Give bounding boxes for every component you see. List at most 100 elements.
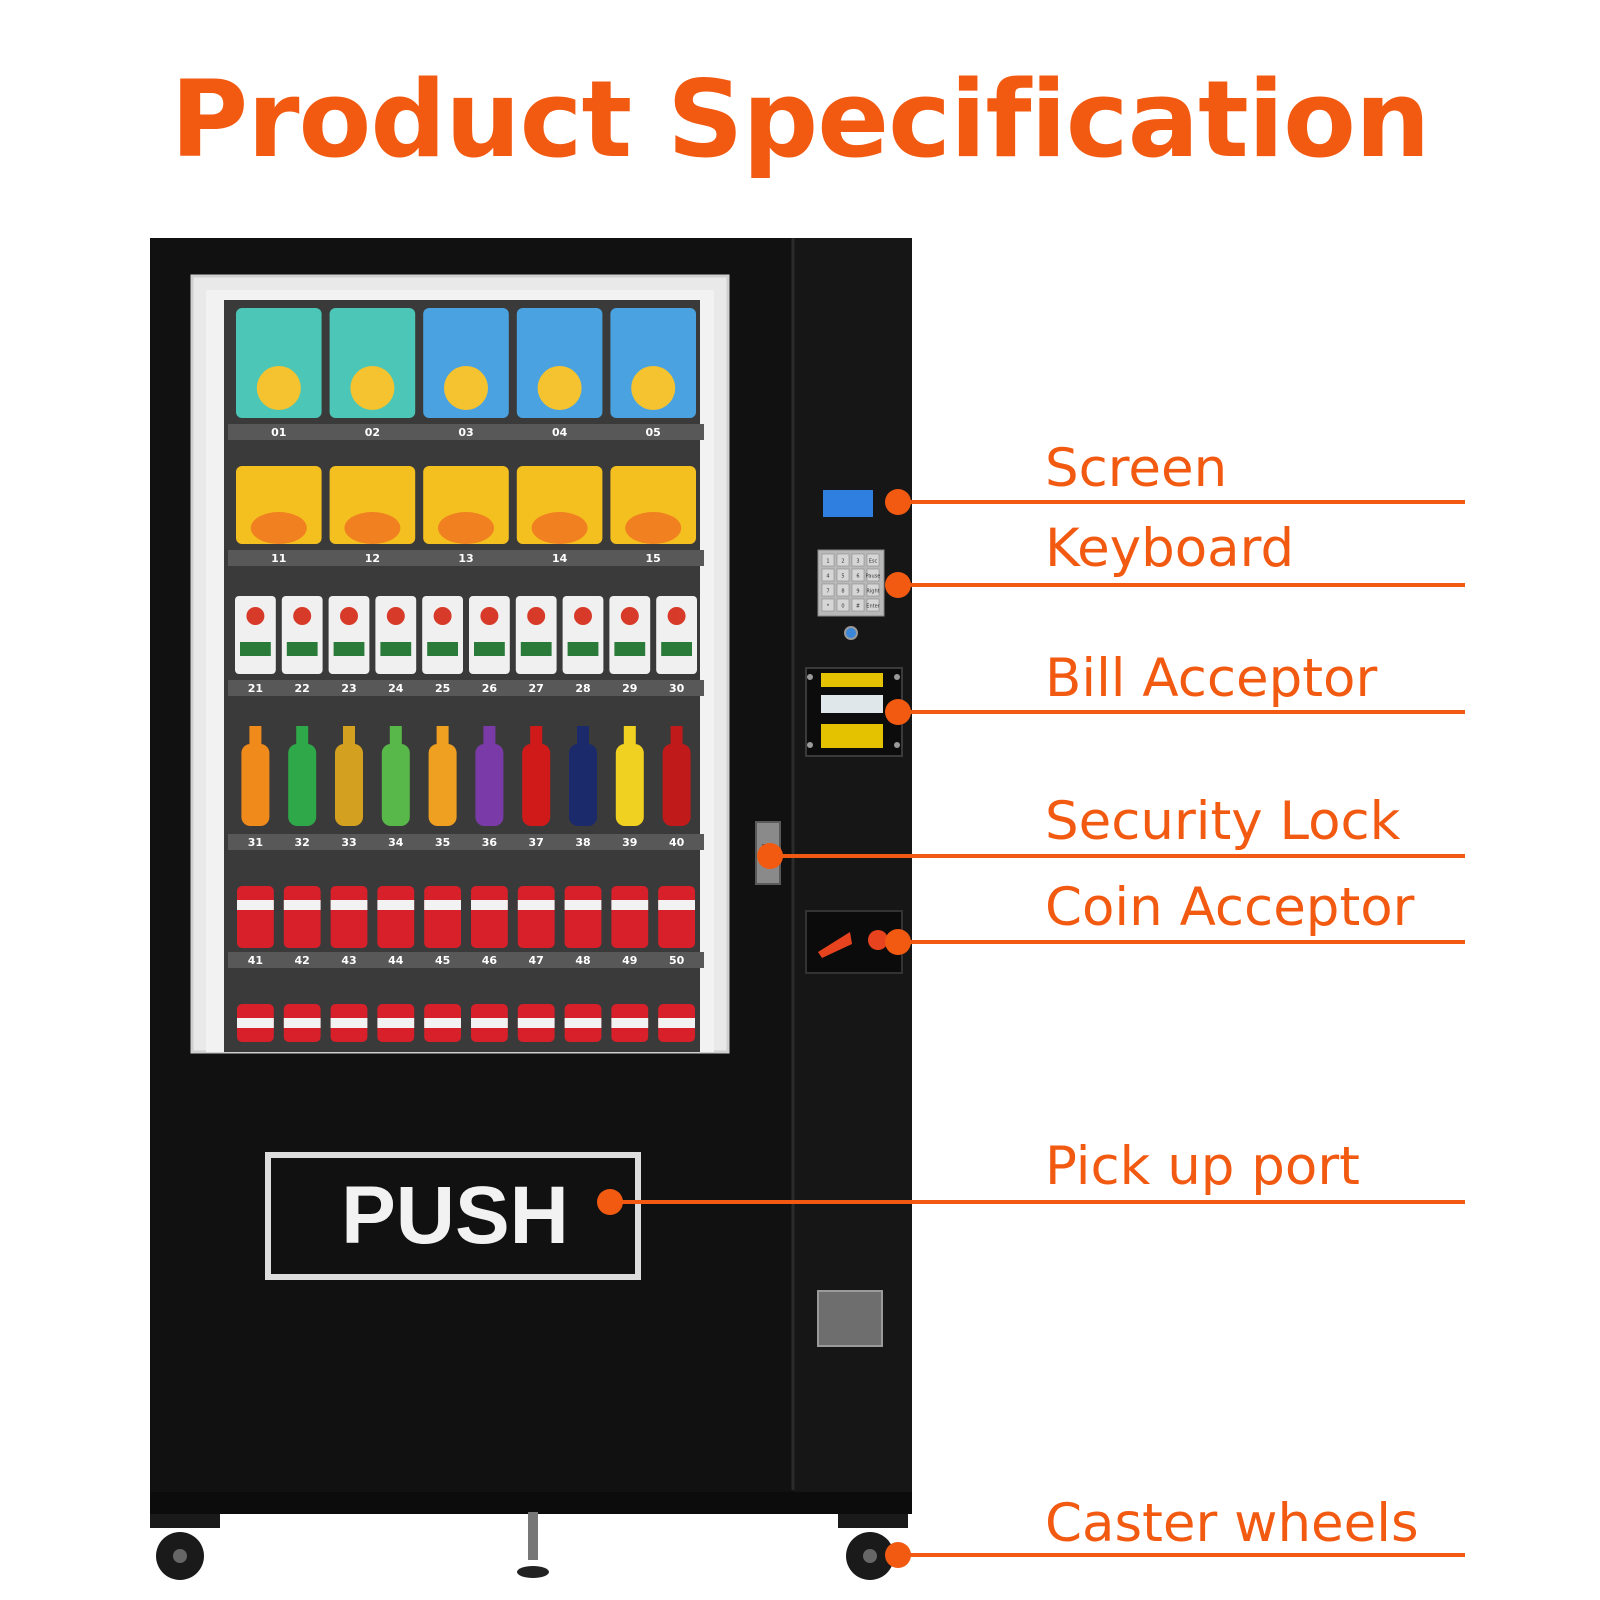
label-bill-acceptor: Bill Acceptor (1045, 648, 1378, 709)
slot-number: 27 (529, 682, 544, 695)
keypad-key-label: 2 (841, 559, 844, 565)
keypad-key[interactable] (851, 568, 865, 582)
product-item (377, 886, 415, 948)
shelf-rail (228, 952, 704, 968)
product-item (611, 886, 649, 948)
keypad-key[interactable] (851, 583, 865, 597)
keypad-key[interactable] (836, 568, 850, 582)
leader-screen (885, 489, 1465, 515)
keypad-key-label: 6 (856, 574, 859, 580)
slot-number: 50 (669, 954, 685, 967)
keypad-key-label: Right (866, 589, 879, 595)
keypad-key[interactable] (836, 598, 850, 612)
keypad-key-label: # (856, 604, 860, 610)
shelf-rail (228, 424, 704, 440)
product-item (428, 744, 457, 826)
slot-number: 36 (482, 836, 498, 849)
slot-number: 25 (435, 682, 450, 695)
slot-number: 49 (622, 954, 637, 967)
label-pick-up-port: Pick up port (1045, 1136, 1360, 1197)
keypad-key-label: 4 (826, 574, 829, 580)
keypad-key[interactable] (866, 568, 880, 582)
keypad-key-label: 1 (826, 559, 829, 565)
leader-bill-acceptor (885, 699, 1465, 725)
label-coin-acceptor: Coin Acceptor (1045, 877, 1415, 938)
keypad-key[interactable] (851, 553, 865, 567)
keypad-key[interactable] (866, 583, 880, 597)
slot-number: 02 (365, 426, 380, 439)
leader-coin-acceptor (885, 929, 1465, 955)
product-item (424, 886, 461, 948)
label-screen: Screen (1045, 438, 1228, 499)
slot-number: 34 (388, 836, 404, 849)
keypad-key[interactable] (866, 553, 880, 567)
callout-leaders (597, 489, 1465, 1568)
slot-number: 21 (248, 682, 263, 695)
slot-number: 29 (622, 682, 637, 695)
slot-number: 35 (435, 836, 450, 849)
leader-security-lock (757, 843, 1465, 869)
product-item (288, 744, 317, 826)
label-security-lock: Security Lock (1045, 791, 1401, 852)
slot-number: 37 (529, 836, 544, 849)
leveling-foot (517, 1512, 549, 1578)
product-item (662, 744, 691, 826)
slot-number: 23 (341, 682, 356, 695)
slot-number: 24 (388, 682, 404, 695)
slot-number: 15 (646, 552, 661, 565)
slot-number: 33 (341, 836, 356, 849)
keypad-key[interactable] (821, 583, 835, 597)
leader-caster-wheels (885, 1542, 1465, 1568)
caster-wheel-right (838, 1514, 908, 1580)
product-item (241, 744, 270, 826)
slot-number: 42 (295, 954, 310, 967)
keypad-key[interactable] (866, 598, 880, 612)
screen (823, 490, 873, 517)
slot-number: 01 (271, 426, 286, 439)
keypad-key[interactable] (821, 568, 835, 582)
keypad-key[interactable] (836, 583, 850, 597)
keypad-key[interactable] (836, 553, 850, 567)
slot-number: 03 (458, 426, 473, 439)
keypad-key-label: Pause (866, 574, 881, 580)
keypad-key-label: 7 (826, 589, 829, 595)
slot-number: 30 (669, 682, 685, 695)
keypad-key[interactable] (851, 598, 865, 612)
shelf-rail (228, 680, 704, 696)
shelf-rail (228, 834, 704, 850)
product-item (615, 744, 644, 826)
keypad-key-label: Enter (866, 604, 880, 610)
product-item (283, 886, 321, 948)
product-item (330, 886, 368, 948)
slot-number: 11 (271, 552, 286, 565)
slot-number: 43 (341, 954, 356, 967)
slot-number: 13 (458, 552, 473, 565)
keypad-key[interactable] (821, 598, 835, 612)
product-item (517, 886, 555, 948)
slot-number: 14 (552, 552, 568, 565)
caster-wheel-left (150, 1514, 220, 1580)
slot-number: 32 (295, 836, 310, 849)
machine-base (150, 1492, 912, 1514)
keypad-key-label: * (827, 604, 830, 610)
slot-number: 40 (669, 836, 685, 849)
label-keyboard: Keyboard (1045, 518, 1295, 579)
keypad-key-label: Esc (869, 559, 878, 565)
slot-number: 41 (248, 954, 263, 967)
product-item (522, 744, 551, 826)
label-caster-wheels: Caster wheels (1045, 1493, 1419, 1554)
slot-number: 12 (365, 552, 380, 565)
slot-number: 48 (575, 954, 590, 967)
product-item (564, 886, 602, 948)
keypad-key-label: 9 (856, 589, 859, 595)
keypad-key[interactable] (821, 553, 835, 567)
slot-number: 44 (388, 954, 404, 967)
slot-number: 22 (295, 682, 310, 695)
slot-number: 45 (435, 954, 450, 967)
slot-number: 46 (482, 954, 498, 967)
keypad-key-label: 8 (841, 589, 844, 595)
keypad-key-label: 0 (841, 604, 844, 610)
